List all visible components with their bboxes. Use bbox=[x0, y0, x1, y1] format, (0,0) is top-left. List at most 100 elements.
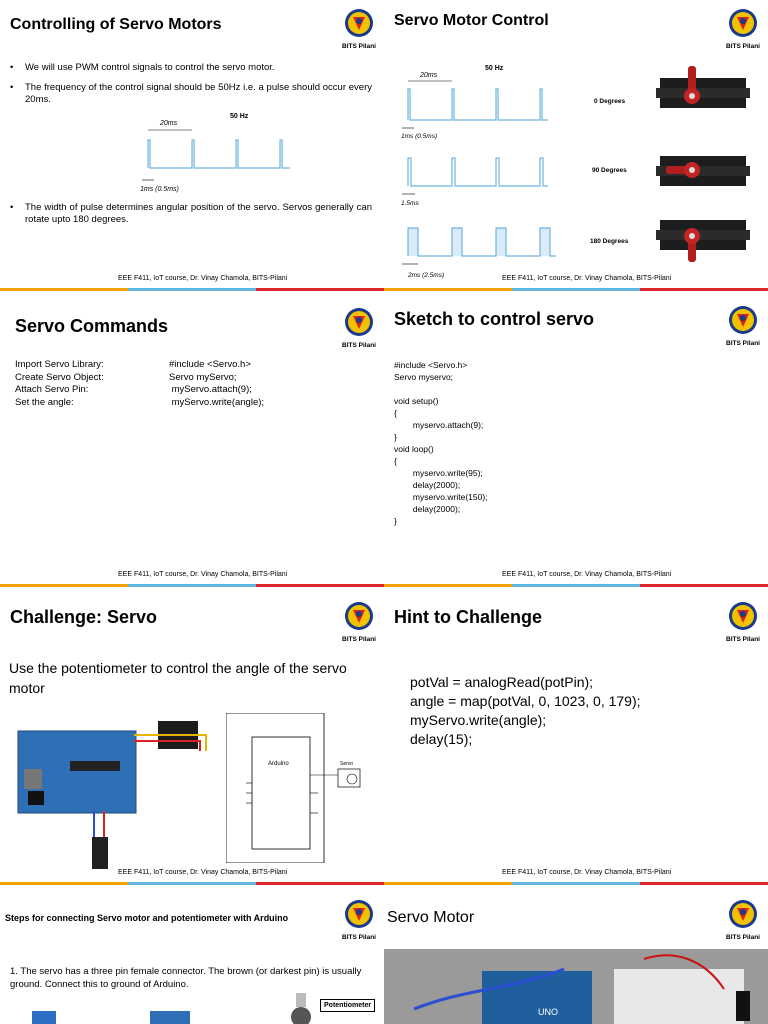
command-code: #include <Servo.h> bbox=[169, 359, 251, 370]
logo-text: BITS Pilani bbox=[342, 934, 376, 941]
command-table: Import Servo Library:#include <Servo.h> … bbox=[15, 359, 264, 409]
freq-label: 50 Hz bbox=[230, 113, 249, 120]
footer-text: EEE F411, IoT course, Dr. Vinay Chamola,… bbox=[502, 275, 672, 282]
bits-logo: BITS Pilani bbox=[726, 8, 760, 50]
width-label: 1.5ms bbox=[401, 200, 419, 207]
bits-seal-icon bbox=[729, 602, 757, 630]
command-label: Attach Servo Pin: bbox=[15, 384, 89, 395]
command-label: Import Servo Library: bbox=[15, 359, 104, 370]
command-label: Create Servo Object: bbox=[15, 371, 104, 383]
slide-servo-commands: Servo Commands BITS Pilani Import Servo … bbox=[0, 291, 384, 584]
slide-title: Steps for connecting Servo motor and pot… bbox=[5, 913, 289, 923]
bits-seal-icon bbox=[729, 900, 757, 928]
hint-line: angle = map(potVal, 0, 1023, 0, 179); bbox=[410, 693, 641, 709]
slide-title: Servo Motor Control bbox=[394, 12, 549, 29]
servo-setup-photo: UNO bbox=[384, 949, 768, 1024]
command-row: Create Servo Object: Servo myServo; bbox=[15, 372, 264, 385]
command-code: myServo.attach(9); bbox=[169, 384, 252, 395]
bits-logo: BITS Pilani bbox=[726, 601, 760, 643]
bits-seal-icon bbox=[345, 308, 373, 336]
logo-text: BITS Pilani bbox=[726, 43, 760, 50]
hint-line: potVal = analogRead(potPin); bbox=[410, 674, 594, 690]
bullet-item: The frequency of the control signal shou… bbox=[10, 82, 372, 106]
command-code: Servo myServo; bbox=[169, 371, 237, 383]
bullet-list-2: The width of pulse determines angular po… bbox=[10, 202, 372, 234]
angle-label: 180 Degrees bbox=[590, 238, 629, 245]
divider-stripe bbox=[0, 882, 768, 885]
logo-text: BITS Pilani bbox=[342, 43, 376, 50]
servo-thumb-image bbox=[32, 1011, 56, 1024]
bullet-item: We will use PWM control signals to contr… bbox=[10, 62, 372, 74]
potentiometer-thumb-image bbox=[291, 993, 311, 1024]
bits-seal-icon bbox=[345, 900, 373, 928]
footer-text: EEE F411, IoT course, Dr. Vinay Chamola,… bbox=[502, 869, 672, 876]
bits-logo: BITS Pilani bbox=[726, 899, 760, 941]
slide-title: Hint to Challenge bbox=[394, 607, 542, 627]
angle-label: 90 Degrees bbox=[592, 167, 627, 174]
pulse-diagram: 20ms 50 Hz 1ms (0.5ms) bbox=[140, 113, 290, 193]
step-text: 1. The servo has a three pin female conn… bbox=[10, 966, 362, 990]
command-row: Attach Servo Pin: myServo.attach(9); bbox=[15, 384, 264, 397]
footer-text: EEE F411, IoT course, Dr. Vinay Chamola,… bbox=[118, 571, 288, 578]
bits-logo: BITS Pilani bbox=[342, 307, 376, 349]
slide-servo-motor-control: Servo Motor Control BITS Pilani 20ms 50 … bbox=[384, 0, 768, 288]
footer-text: EEE F411, IoT course, Dr. Vinay Chamola,… bbox=[502, 571, 672, 578]
angle-label: 0 Degrees bbox=[594, 98, 625, 105]
bullet-list: We will use PWM control signals to contr… bbox=[10, 62, 372, 114]
logo-text: BITS Pilani bbox=[342, 342, 376, 349]
slide-title: Controlling of Servo Motors bbox=[10, 16, 222, 33]
hint-line: delay(15); bbox=[410, 731, 473, 747]
hint-line: myServo.write(angle); bbox=[410, 712, 547, 728]
footer-text: EEE F411, IoT course, Dr. Vinay Chamola,… bbox=[118, 869, 288, 876]
logo-text: BITS Pilani bbox=[726, 934, 760, 941]
width-label: 1ms (0.5ms) bbox=[140, 186, 179, 193]
bits-logo: BITS Pilani bbox=[726, 305, 760, 347]
servo-0deg-image bbox=[656, 66, 750, 108]
divider-stripe bbox=[0, 288, 768, 291]
divider-stripe bbox=[0, 584, 768, 587]
servo-label: Servo bbox=[340, 761, 353, 767]
period-label: 20ms bbox=[419, 72, 438, 79]
hint-code: potVal = analogRead(potPin); angle = map… bbox=[410, 673, 641, 749]
command-row: Import Servo Library: #include <Servo.h> bbox=[15, 359, 264, 372]
logo-text: BITS Pilani bbox=[342, 636, 376, 643]
bits-logo: BITS Pilani bbox=[342, 8, 376, 50]
slide-sketch-control: Sketch to control servo BITS Pilani #inc… bbox=[384, 291, 768, 584]
bullet-item: The width of pulse determines angular po… bbox=[10, 202, 372, 226]
freq-label: 50 Hz bbox=[485, 65, 504, 72]
slide-connection-steps: Steps for connecting Servo motor and pot… bbox=[0, 885, 384, 1024]
arduino-schematic: Arduino Servo bbox=[226, 713, 361, 863]
arduino-thumb-image bbox=[150, 1011, 190, 1024]
bits-logo: BITS Pilani bbox=[342, 601, 376, 643]
footer-text: EEE F411, IoT course, Dr. Vinay Chamola,… bbox=[118, 275, 288, 282]
logo-text: BITS Pilani bbox=[726, 636, 760, 643]
slide-title: Sketch to control servo bbox=[394, 309, 595, 329]
slide-controlling-servo: Controlling of Servo Motors BITS Pilani … bbox=[0, 0, 384, 288]
bits-logo: BITS Pilani bbox=[342, 899, 376, 941]
photo-label: UNO bbox=[538, 1007, 558, 1017]
servo-pulse-diagram: 20ms 50 Hz 1ms (0.5ms) 0 Degrees 1.5ms 9… bbox=[401, 65, 629, 279]
slide-servo-motor-photo: Servo Motor BITS Pilani UNO bbox=[384, 885, 768, 1024]
bits-seal-icon bbox=[345, 602, 373, 630]
slide-challenge-servo: Challenge: Servo BITS Pilani Use the pot… bbox=[0, 587, 384, 882]
arduino-wiring-image bbox=[17, 721, 207, 869]
challenge-text: Use the potentiometer to control the ang… bbox=[9, 660, 347, 696]
board-label: Arduino bbox=[268, 761, 289, 767]
slide-title: Servo Motor bbox=[387, 909, 475, 926]
period-label: 20ms bbox=[159, 120, 178, 127]
servo-90deg-image bbox=[656, 156, 750, 186]
bits-seal-icon bbox=[729, 9, 757, 37]
command-label: Set the angle: bbox=[15, 396, 74, 408]
potentiometer-label: Potentiometer bbox=[320, 999, 376, 1012]
width-label: 1ms (0.5ms) bbox=[401, 133, 437, 140]
bits-seal-icon bbox=[729, 306, 757, 334]
bits-seal-icon bbox=[345, 9, 373, 37]
width-label: 2ms (2.5ms) bbox=[407, 272, 444, 279]
slide-hint-challenge: Hint to Challenge BITS Pilani potVal = a… bbox=[384, 587, 768, 882]
command-row: Set the angle: myServo.write(angle); bbox=[15, 397, 264, 410]
logo-text: BITS Pilani bbox=[726, 340, 760, 347]
sketch-code: #include <Servo.h> Servo myservo; void s… bbox=[394, 360, 488, 526]
command-code: myServo.write(angle); bbox=[169, 396, 265, 408]
servo-180deg-image bbox=[656, 220, 750, 262]
